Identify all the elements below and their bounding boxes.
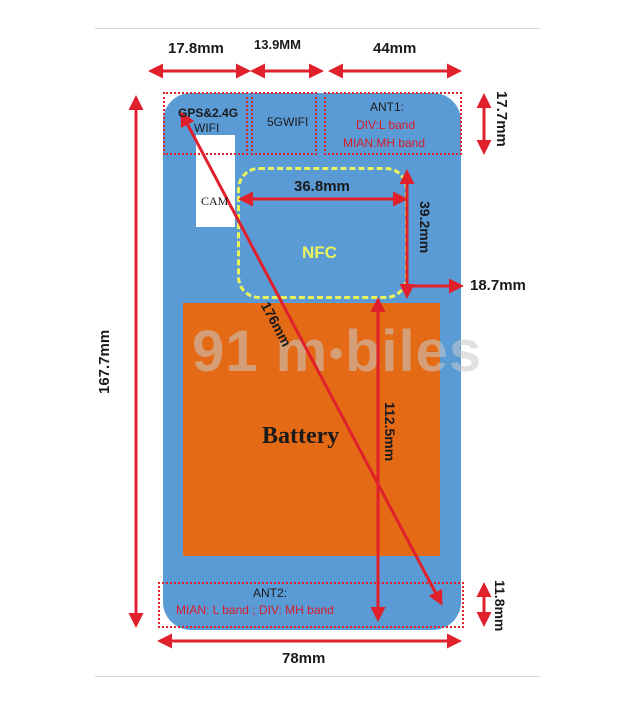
label-left-height: 167.7mm [96,329,113,394]
label-bottom-width: 78mm [282,650,326,667]
label-ant1-div: DIV:L band [356,118,416,132]
label-nfc-height: 39.2mm [417,201,433,254]
label-cam: CAM [201,194,229,208]
label-right-middle: 18.7mm [470,277,526,294]
label-top-right: 44mm [373,40,417,57]
label-gps-wifi-line1: GPS&2.4G [178,106,239,120]
dim-line-diagonal [180,111,443,606]
label-5g-wifi: 5GWIFI [267,115,309,129]
label-right-top: 17.7mm [493,91,510,147]
bottom-rule [95,676,540,677]
label-ant1-main: MIAN:MH band [343,136,426,150]
label-battery: Battery [262,423,340,449]
label-right-bottom: 11.8mm [492,580,508,632]
label-gps-wifi-line2: WIFI [194,121,220,135]
label-top-middle: 13.9MM [254,37,301,52]
label-ant2-detail: MIAN: L band ; DIV: MH band [176,603,334,617]
top-rule [95,28,540,29]
label-nfc-width: 36.8mm [294,178,350,195]
label-ant2-title: ANT2: [253,586,288,600]
label-top-left: 17.8mm [168,40,224,57]
label-battery-height: 112.5mm [382,402,398,462]
label-ant1-title: ANT1: [370,100,405,114]
label-nfc: NFC [302,243,337,262]
